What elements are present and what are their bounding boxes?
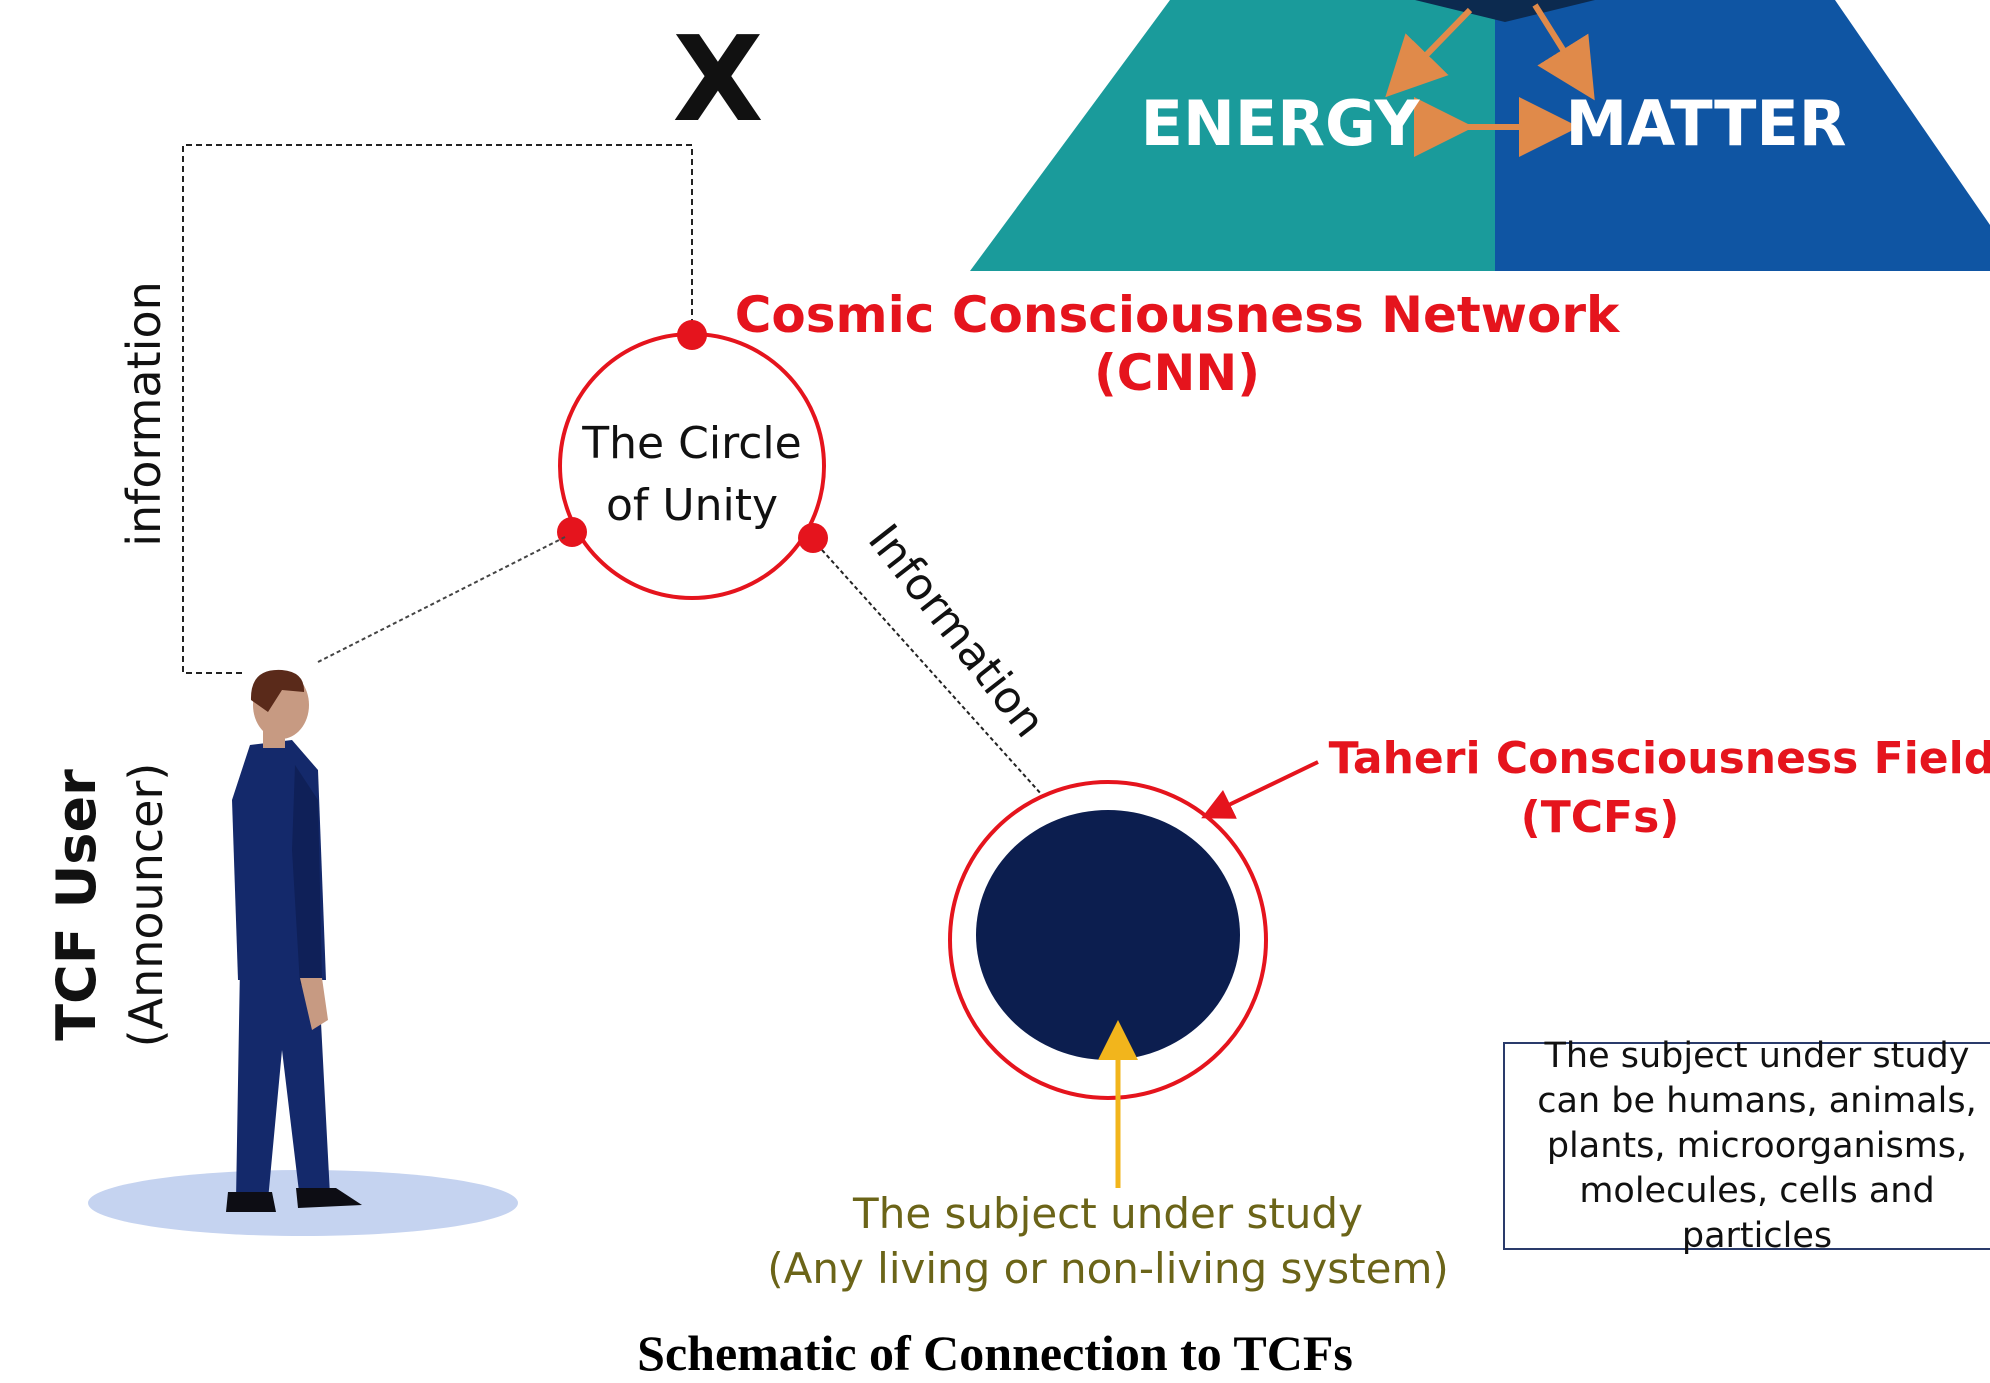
person-shoe-left: [226, 1192, 276, 1212]
figure-caption: Schematic of Connection to TCFs: [637, 1325, 1353, 1381]
pyramid-right-face: [1495, 0, 1990, 271]
top-x-mark: X: [673, 10, 764, 148]
user-to-circle-line: [317, 536, 566, 663]
pyramid-left-face: [970, 0, 1495, 271]
right-node-dot: [798, 523, 828, 553]
circle-to-subject-line: [821, 549, 1043, 796]
person-legs: [236, 965, 330, 1200]
tcf-title-line2: (TCFs): [1521, 792, 1680, 843]
cnn-title-line1: Cosmic Consciousness Network: [735, 286, 1621, 344]
circle-of-unity: The Circle of Unity: [557, 320, 828, 600]
tcf-title-line1: Taheri Consciousness Fields: [1329, 733, 1990, 784]
information-diagonal-label: Information: [858, 515, 1055, 747]
apex-to-matter-arrow: [1532, 3, 1595, 101]
pyramid-apex: [1415, 0, 1595, 22]
cnn-title-line2: (CNN): [1094, 344, 1260, 402]
note-text: The subject under study can be humans, a…: [1537, 1035, 1977, 1256]
person-figure: [88, 669, 518, 1236]
apex-to-energy-arrow: [1385, 7, 1473, 98]
subject-core: [976, 810, 1240, 1060]
left-node-dot: [557, 517, 587, 547]
information-vertical-label: information: [117, 281, 171, 547]
subject-label-line2: (Any living or non-living system): [767, 1244, 1449, 1293]
person-hand: [300, 978, 328, 1030]
announcer-label: (Announcer): [119, 763, 173, 1048]
note-box: The subject under study can be humans, a…: [1503, 1036, 1990, 1256]
tcf-subject-circle: [948, 760, 1319, 1188]
circle-label-line1: The Circle: [581, 418, 801, 469]
energy-label: ENERGY: [1141, 87, 1421, 160]
top-node-dot: [677, 320, 707, 350]
tcf-pointer-arrow: [1201, 760, 1319, 819]
circle-label-line2: of Unity: [606, 480, 778, 531]
subject-label-line1: The subject under study: [852, 1189, 1363, 1238]
matter-label: MATTER: [1566, 87, 1847, 160]
tcf-user-label: TCF User: [45, 769, 108, 1041]
person-shoe-right: [296, 1188, 362, 1208]
person-arm: [292, 765, 322, 985]
energy-matter-pyramid: ENERGY MATTER: [970, 0, 1990, 271]
person-hair: [250, 669, 305, 712]
